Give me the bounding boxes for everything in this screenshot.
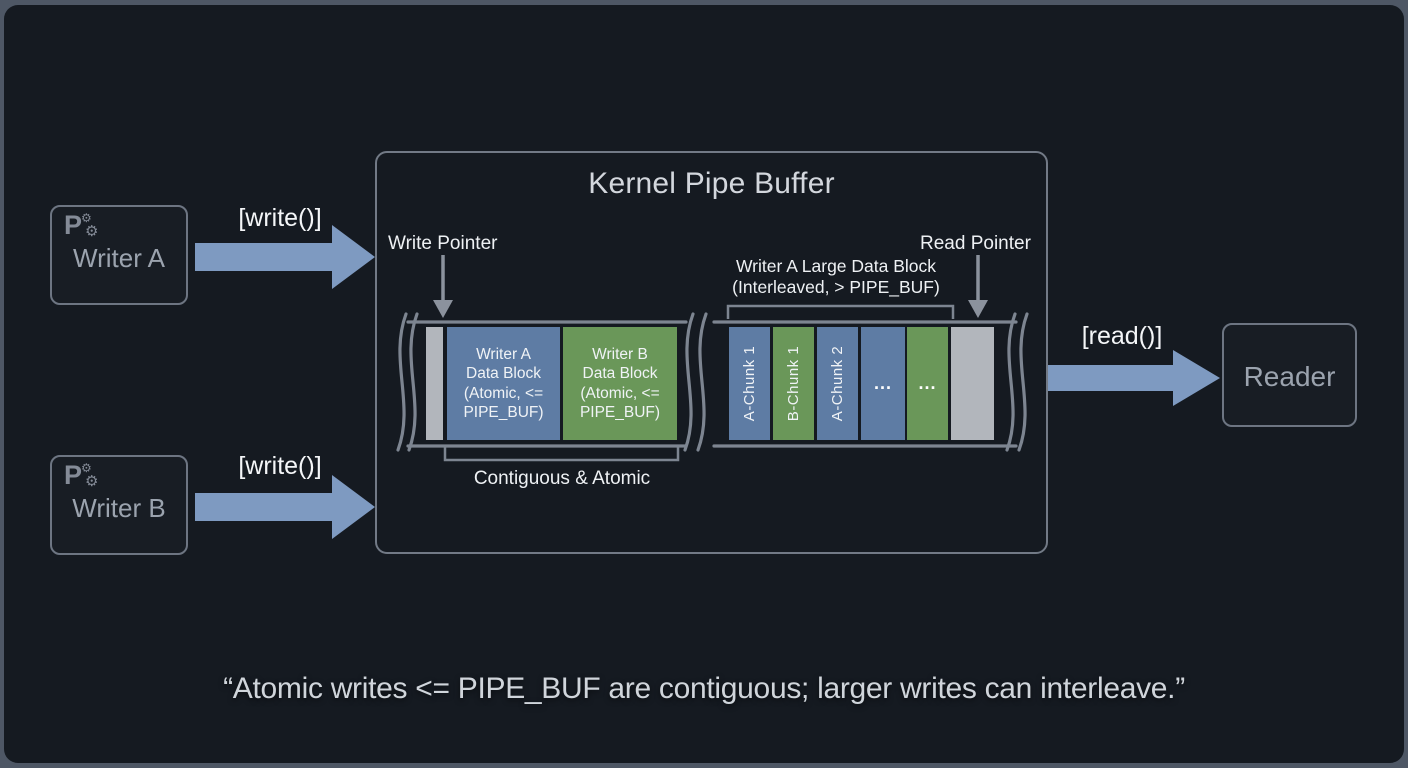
writer-a-data-block: Writer A Data Block (Atomic, <= PIPE_BUF… — [447, 327, 560, 440]
writer-b-block-line: Data Block — [582, 365, 658, 382]
write-pointer-arrow — [433, 255, 453, 318]
caption: “Atomic writes <= PIPE_BUF are contiguou… — [223, 672, 1185, 705]
buffer-free-segment-right — [951, 327, 994, 440]
write-call-label-b: [write()] — [238, 452, 322, 480]
chunk-more-green-label: ... — [918, 373, 937, 393]
writer-b-block-line: Writer B — [592, 345, 648, 363]
process-icon: P ⚙ ⚙ — [64, 460, 98, 491]
read-pointer-label: Read Pointer — [920, 233, 1031, 254]
gear-icon: ⚙ — [85, 223, 99, 240]
process-letter: P — [64, 460, 83, 490]
write-arrow-a — [195, 225, 375, 289]
interleaved-note: Writer A Large Data Block (Interleaved, … — [712, 256, 960, 298]
chunk-a1-label: A-Chunk 1 — [741, 345, 758, 422]
chunk-a2: A-Chunk 2 — [817, 327, 858, 440]
write-arrow-b — [195, 475, 375, 539]
interleaved-bracket — [726, 304, 955, 319]
chunk-more-green: ... — [907, 327, 948, 440]
writer-b-block-line: (Atomic, <= — [580, 384, 660, 402]
chunk-a1: A-Chunk 1 — [729, 327, 770, 440]
chunk-more-blue-label: ... — [873, 373, 892, 393]
pipe-outline — [396, 312, 1029, 452]
writer-a-block-line: PIPE_BUF) — [463, 404, 544, 421]
contiguous-bracket — [443, 447, 680, 462]
write-call-label-a: [write()] — [238, 204, 322, 232]
contiguous-note: Contiguous & Atomic — [473, 468, 651, 489]
process-icon: P ⚙ ⚙ — [64, 210, 98, 241]
gear-icon: ⚙ — [81, 211, 92, 225]
gear-icon: ⚙ — [85, 473, 99, 490]
writer-a-label: Writer A — [73, 243, 165, 273]
reader-box: Reader — [1222, 323, 1357, 427]
chunk-b1-label: B-Chunk 1 — [785, 345, 802, 422]
chunk-b1: B-Chunk 1 — [773, 327, 814, 440]
writer-a-box: P ⚙ ⚙ Writer A — [50, 205, 188, 305]
read-arrow — [1048, 350, 1220, 406]
write-pointer-label: Write Pointer — [388, 233, 498, 254]
read-call-label: [read()] — [1081, 322, 1163, 350]
writer-b-label: Writer B — [72, 493, 166, 523]
interleaved-note-line2: (Interleaved, > PIPE_BUF) — [732, 277, 940, 297]
chunk-a2-label: A-Chunk 2 — [829, 345, 846, 422]
chunk-more-blue: ... — [861, 327, 905, 440]
buffer-free-segment-left — [426, 327, 443, 440]
writer-a-block-line: Writer A — [476, 345, 531, 363]
read-pointer-arrow — [968, 255, 988, 318]
writer-b-data-block: Writer B Data Block (Atomic, <= PIPE_BUF… — [563, 327, 677, 440]
writer-a-block-line: (Atomic, <= — [463, 384, 544, 402]
reader-label: Reader — [1243, 361, 1336, 392]
writer-b-box: P ⚙ ⚙ Writer B — [50, 455, 188, 555]
gear-icon: ⚙ — [81, 461, 92, 475]
process-letter: P — [64, 210, 83, 240]
kernel-pipe-buffer-title: Kernel Pipe Buffer — [588, 167, 835, 200]
kernel-pipe-buffer-box: Kernel Pipe Buffer — [375, 151, 1048, 554]
interleaved-note-line1: Writer A Large Data Block — [735, 256, 937, 276]
writer-a-block-line: Data Block — [466, 365, 541, 382]
writer-b-block-line: PIPE_BUF) — [579, 404, 661, 421]
